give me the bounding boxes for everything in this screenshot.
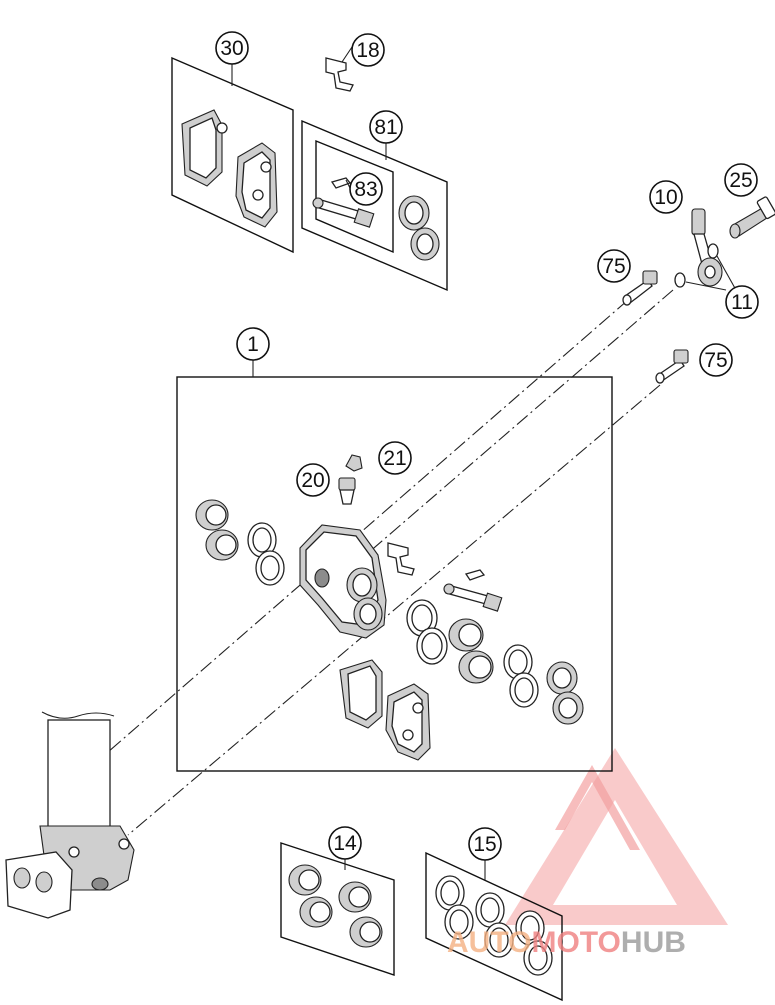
kit-frame-15 bbox=[425, 851, 563, 1002]
callout-75a: 75 bbox=[597, 249, 631, 283]
banjo-bolt-25 bbox=[729, 196, 775, 239]
caliper-assembly-1 bbox=[195, 499, 584, 761]
callout-14: 14 bbox=[328, 826, 362, 860]
assembly-line-a bbox=[107, 299, 629, 753]
bleeder-screw-20 bbox=[338, 477, 356, 505]
callout-18: 18 bbox=[351, 33, 385, 67]
bleeder-cap-21 bbox=[345, 454, 363, 472]
pin-83 bbox=[312, 177, 375, 228]
callout-20: 20 bbox=[296, 463, 330, 497]
seal-kit-15 bbox=[435, 875, 553, 976]
watermark-logo bbox=[505, 748, 728, 925]
callout-83: 83 bbox=[349, 172, 383, 206]
leader-83 bbox=[345, 179, 351, 189]
callout-21: 21 bbox=[378, 441, 412, 475]
svg-text:25: 25 bbox=[729, 169, 752, 192]
leader-11b bbox=[685, 281, 727, 291]
callout-1: 1 bbox=[236, 327, 270, 361]
brake-pads-kit-30 bbox=[181, 109, 278, 228]
caliper-bolt-75b bbox=[655, 349, 689, 384]
svg-text:83: 83 bbox=[354, 178, 377, 201]
piston-kit-14 bbox=[288, 864, 383, 948]
svg-text:81: 81 bbox=[374, 116, 397, 139]
svg-text:18: 18 bbox=[356, 39, 379, 62]
callout-25: 25 bbox=[724, 163, 758, 197]
svg-text:14: 14 bbox=[333, 832, 357, 855]
kit-frame-14 bbox=[280, 842, 395, 976]
svg-text:AUTOMOTOHUB: AUTOMOTOHUB bbox=[447, 926, 686, 959]
callout-10: 10 bbox=[649, 180, 683, 214]
callout-81: 81 bbox=[369, 110, 403, 144]
svg-text:15: 15 bbox=[473, 833, 496, 856]
callout-75b: 75 bbox=[699, 343, 733, 377]
callout-11: 11 bbox=[725, 285, 759, 319]
kit-frame-1 bbox=[176, 376, 613, 772]
leader-11a bbox=[716, 255, 737, 291]
callout-15: 15 bbox=[468, 827, 502, 861]
piston-kit-81 bbox=[398, 195, 440, 261]
banjo-fitting-10 bbox=[691, 208, 723, 287]
assembly-line-b bbox=[359, 289, 674, 561]
sealing-rings-11 bbox=[674, 243, 719, 288]
watermark-text: AUTOMOTOHUB bbox=[447, 926, 686, 959]
callout-30: 30 bbox=[215, 31, 249, 65]
svg-text:10: 10 bbox=[654, 186, 677, 209]
kit-frame-81 bbox=[301, 119, 448, 292]
svg-text:30: 30 bbox=[220, 37, 243, 60]
leader-18 bbox=[341, 46, 353, 63]
svg-text:75: 75 bbox=[602, 255, 625, 278]
svg-text:20: 20 bbox=[301, 469, 324, 492]
watermark-auto: AUTO bbox=[447, 926, 531, 959]
svg-text:11: 11 bbox=[731, 291, 753, 314]
svg-text:1: 1 bbox=[247, 333, 259, 356]
caliper-bolt-75a bbox=[622, 270, 658, 306]
watermark-hub: HUB bbox=[621, 926, 686, 959]
svg-text:75: 75 bbox=[704, 349, 727, 372]
kit-frame-30 bbox=[171, 56, 294, 254]
kit-frame-83 bbox=[315, 139, 394, 254]
fork-leg bbox=[5, 711, 135, 919]
svg-text:21: 21 bbox=[383, 447, 406, 470]
watermark-moto: MOTO bbox=[531, 926, 620, 959]
spring-clip-18 bbox=[325, 57, 354, 92]
assembly-line-c bbox=[127, 384, 661, 836]
